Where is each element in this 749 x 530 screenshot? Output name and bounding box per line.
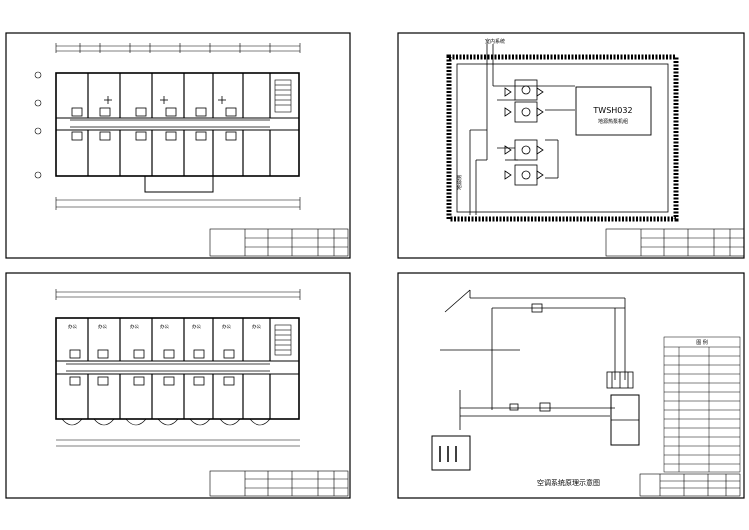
panel-top-left-floor-plan (5, 32, 351, 259)
piping (469, 44, 575, 215)
room-label: 办公 (252, 323, 261, 330)
heat-pump-unit (575, 86, 652, 136)
unit-model-label: TWSH032 (592, 106, 632, 115)
title-block-bottom-right (639, 473, 741, 497)
room-labels: 办公 办公 办公 办公 办公 办公 办公 (68, 323, 261, 330)
pump-group-lower (504, 139, 544, 186)
legend-title: 图 例 (696, 339, 708, 346)
panel-top-right-system-schematic: 室内系统 地源侧 (397, 32, 745, 259)
title-block-top-right (605, 228, 745, 257)
stair-lower (274, 324, 292, 356)
room-label: 办公 (160, 323, 169, 330)
unit-caption-label: 地源热泵机组 (598, 118, 628, 125)
pump-group-upper (504, 79, 544, 123)
room-label: 办公 (222, 323, 231, 330)
building-outline-lower (55, 317, 300, 420)
diagram-caption: 空调系统原理示意图 (537, 478, 600, 487)
stair (274, 79, 292, 113)
building-outline (55, 72, 300, 177)
axis-bubbles-left (34, 71, 42, 179)
title-block-top-left (209, 228, 349, 257)
title-block-bottom-left (209, 470, 349, 497)
room-label: 办公 (130, 323, 139, 330)
room-label: 办公 (192, 323, 201, 330)
panel-bottom-left-floor-plan: 办公 办公 办公 办公 办公 办公 办公 (5, 272, 351, 499)
duct-run-lower (66, 349, 270, 386)
room-label: 办公 (98, 323, 107, 330)
valve-stack (606, 371, 634, 389)
entrance (144, 175, 214, 193)
legend-table (663, 336, 741, 473)
ground-loop-box (431, 435, 471, 471)
top-dimension-line (55, 43, 301, 53)
room-label: 办公 (68, 323, 77, 330)
ground-side-label: 地源侧 (456, 175, 463, 190)
principle-piping (440, 289, 626, 430)
balconies (61, 418, 271, 426)
indoor-system-label: 室内系统 (485, 38, 505, 45)
machine-room-wall (446, 54, 679, 222)
duct-run (70, 96, 270, 141)
panel-bottom-right-principle-diagram: 图 例 空调系统原理示意图 (397, 272, 745, 499)
